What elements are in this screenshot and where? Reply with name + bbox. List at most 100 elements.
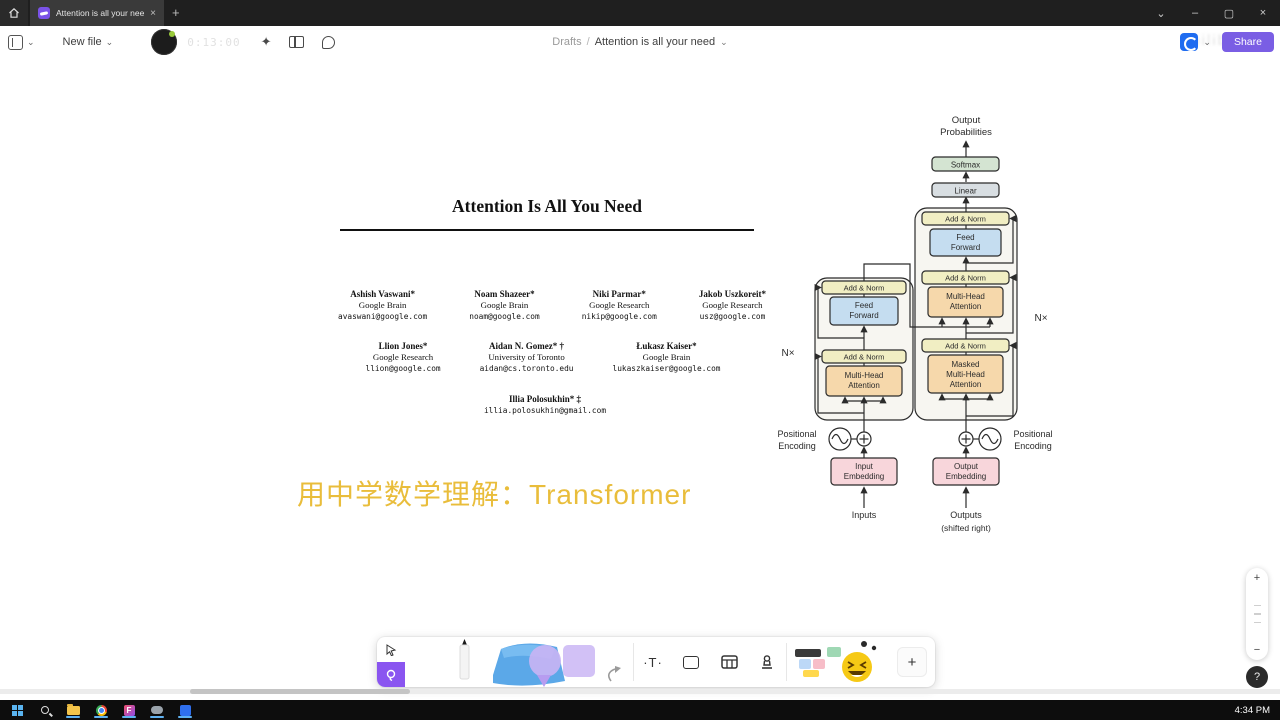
label-feed-forward: Feed (956, 233, 974, 242)
templates-section[interactable] (787, 637, 895, 687)
chinese-annotation-text: 用中学数学理解：Transformer (297, 479, 692, 510)
windows-start-icon (11, 704, 23, 716)
breadcrumb-separator: / (586, 36, 590, 48)
browser-tab[interactable]: Attention is all your need × (30, 0, 164, 26)
svg-text:Encoding: Encoding (1014, 441, 1052, 451)
breadcrumb-chevron-icon[interactable]: ⌄ (720, 36, 728, 47)
label-positional-encoding-left: Positional (777, 429, 816, 439)
label-positional-encoding-right: Positional (1013, 429, 1052, 439)
chrome-icon (95, 704, 107, 716)
author-affiliation: University of Toronto (488, 352, 565, 362)
svg-text:(shifted right): (shifted right) (941, 523, 991, 533)
sticky-notes-tool[interactable] (529, 645, 595, 687)
add-tool-button[interactable]: + (897, 647, 927, 677)
zoom-slider[interactable] (1253, 604, 1261, 624)
window-menu-chevron-icon[interactable]: ⌄ (1156, 7, 1166, 20)
author-email: lukaszkaiser@google.com (612, 364, 721, 373)
close-button[interactable]: × (1259, 7, 1267, 19)
author-email: llion@google.com (365, 364, 441, 373)
shape-tool[interactable] (672, 637, 710, 687)
taskbar-app-blue[interactable] (178, 702, 192, 718)
label-input-embedding: Input (855, 462, 874, 471)
table-tool[interactable] (710, 637, 748, 687)
search-icon (41, 706, 49, 714)
author-affiliation: Google Research (589, 300, 650, 310)
new-file-chevron-icon[interactable]: ⌄ (105, 36, 114, 47)
taskbar-search[interactable] (38, 702, 52, 718)
browser-titlebar: Attention is all your need × + ⌄ – ▢ × (0, 0, 1280, 26)
emoji-icon (842, 641, 877, 682)
label-softmax: Softmax (951, 161, 980, 170)
chevron-down-icon[interactable]: ⌄ (27, 36, 35, 47)
select-tool[interactable] (377, 637, 405, 662)
text-tool[interactable]: ·T· (634, 637, 672, 687)
minimize-button[interactable]: – (1191, 7, 1199, 19)
toolbar-left-group: ⌄ New file ⌄ 0:13:00 ✦ (8, 26, 336, 58)
active-tool-button[interactable] (377, 662, 405, 687)
help-button[interactable]: ? (1246, 666, 1268, 688)
svg-text:Feed: Feed (855, 301, 873, 310)
share-chevron-icon[interactable]: ⌄ (1203, 36, 1211, 47)
copilot-sparkle-icon[interactable]: ✦ (260, 34, 272, 49)
author-email: avaswani@google.com (338, 312, 428, 321)
share-button[interactable]: Share (1221, 32, 1274, 52)
breadcrumb-file-name[interactable]: Attention is all your need (594, 36, 716, 48)
svg-text:Add & Norm: Add & Norm (844, 284, 885, 293)
label-nx-right: N× (1034, 313, 1047, 324)
svg-text:Embedding: Embedding (946, 472, 986, 481)
home-button[interactable] (0, 0, 28, 26)
authors-row-2: Llion Jones* Google Research llion@googl… (338, 341, 748, 374)
breadcrumb-folder[interactable]: Drafts (552, 36, 582, 48)
panel-layout-icon[interactable] (289, 36, 305, 48)
taskbar-file-explorer[interactable] (66, 702, 80, 718)
open-app-indicator (150, 716, 164, 718)
taskbar-clock[interactable]: 4:34 PM (1234, 704, 1270, 716)
tab-close-icon[interactable]: × (150, 7, 156, 19)
marker-pen-tool[interactable] (459, 639, 470, 680)
redo-arrow-icon[interactable] (607, 668, 616, 682)
svg-text:Add & Norm: Add & Norm (844, 353, 885, 362)
label-multi-head-attention: Multi-Head (946, 292, 985, 301)
author-email: nikip@google.com (581, 312, 657, 321)
author-card: Illia Polosukhin* ‡ illia.polosukhin@gma… (484, 394, 606, 416)
new-tab-button[interactable]: + (172, 5, 180, 20)
folder-icon (66, 703, 80, 715)
svg-text:Multi-Head: Multi-Head (845, 371, 884, 380)
label-masked-multi-head-attention: Masked (951, 360, 979, 369)
label-inputs: Inputs (852, 510, 877, 520)
svg-text:Encoding: Encoding (778, 441, 816, 451)
comment-bubble-icon[interactable] (322, 35, 336, 49)
taskbar-app-gray[interactable] (150, 702, 164, 718)
start-button[interactable] (10, 702, 24, 718)
author-name: Niki Parmar* (592, 289, 646, 299)
author-name: Noam Shazeer* (474, 289, 535, 299)
stamp-tool[interactable] (748, 637, 786, 687)
author-affiliation: Google Brain (642, 352, 691, 362)
blue-app-icon (179, 704, 191, 716)
whiteboard-canvas[interactable]: Attention Is All You Need Ashish Vaswani… (0, 58, 1280, 700)
f-app-icon: F (123, 704, 135, 716)
horizontal-scrollbar[interactable] (0, 689, 1280, 694)
zoom-out-button[interactable]: − (1253, 644, 1261, 656)
maximize-button[interactable]: ▢ (1223, 7, 1235, 20)
author-card: Łukasz Kaiser* Google Brain lukaszkaiser… (613, 341, 721, 374)
whiteboard-app-icon (38, 7, 50, 19)
meeting-app-icon[interactable] (1180, 33, 1199, 51)
board-icon[interactable] (8, 34, 23, 50)
taskbar-app-f[interactable]: F (122, 702, 136, 718)
label-add-norm: Add & Norm (945, 215, 986, 224)
author-email: usz@google.com (699, 312, 766, 321)
author-email: noam@google.com (469, 312, 540, 321)
svg-text:Multi-Head: Multi-Head (946, 370, 985, 379)
new-file-button[interactable]: New file (62, 36, 102, 48)
svg-text:Embedding: Embedding (844, 472, 884, 481)
author-card: Niki Parmar* Google Research nikip@googl… (582, 289, 657, 322)
shape-icon (683, 655, 699, 669)
scrollbar-thumb[interactable] (190, 689, 410, 694)
title-divider (340, 229, 754, 231)
open-app-indicator (178, 716, 192, 718)
zoom-in-button[interactable]: + (1253, 572, 1261, 584)
svg-text:Forward: Forward (849, 311, 878, 320)
taskbar-chrome[interactable] (94, 702, 108, 718)
